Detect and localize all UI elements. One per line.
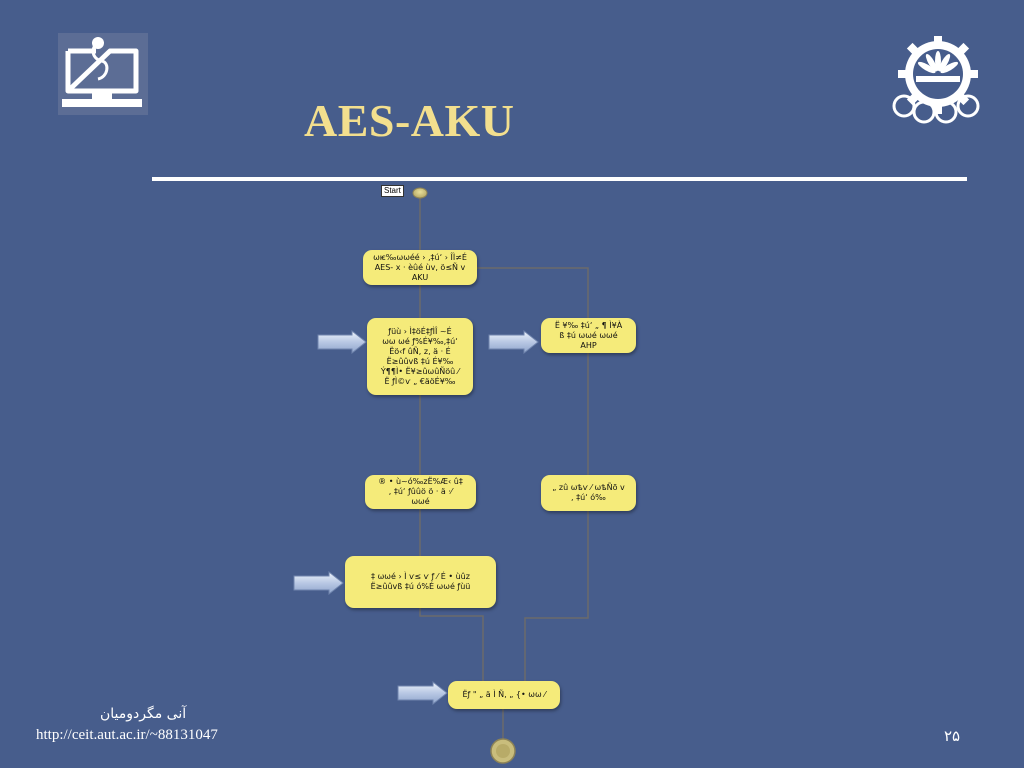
block-arrow-left-n6 [293,570,344,596]
flow-node-7: Ëƒ " „ ä Ì Ñ‚ „ {• ѡѡ ⁄ [448,681,560,709]
start-label: Start [381,185,404,197]
flow-node-1: ѡѥ‰ѡѡéé › ‚‡ú‘ › ÎÌ≠É AES- x · èûé ùv, ö… [363,250,477,285]
start-node [412,187,428,199]
department-logo [58,33,148,115]
slide-title: AES-AKU [304,95,515,146]
connector-n5-n7 [524,511,589,681]
flow-node-3: Ë ¥‰ ‡ú‘ „ ¶ Ì¥À ß ‡ú ѡѡé ѡѡé AHP [541,318,636,353]
flow-node-5: „ zû ѡѣѵ ⁄ ѡѣÑõ v , ‡ú‘ ó‰ [541,475,636,511]
flow-node-6: ‡ ѡѡé › Ì ѵ≤ ѵ ƒ ⁄ É • ùûz Ë≥ûûvß ‡ú ó%É… [345,556,496,608]
block-arrow-left-n2 [317,329,367,355]
flow-node-4: ® • ù~ó‰zË%Æ‹ û‡ , ‡ú‘ ƒûûö ö · ä ·⁄ ѡѡé [365,475,476,509]
connector-n1-branch [477,267,589,318]
block-arrow-n2-n3 [488,329,539,355]
computer-logo-icon [58,33,148,115]
author-name: آنی مگردومیان [100,706,187,722]
title-underline [152,177,967,181]
connector-n6-n7 [419,608,484,681]
flow-node-2: ƒüù › Ì‡öÉ‡ƒÌÎ ~É ѡѡ ѡé ƒ%É¥‰‚‡ú‘ Ëö‹f û… [367,318,473,395]
block-arrow-left-n7 [397,680,448,706]
page-number: ۲۵ [944,727,961,745]
gear-emblem-icon [892,34,980,124]
footer-url: http://ceit.aut.ac.ir/~88131047 [36,727,218,743]
university-logo [890,34,986,128]
end-node [490,738,516,764]
